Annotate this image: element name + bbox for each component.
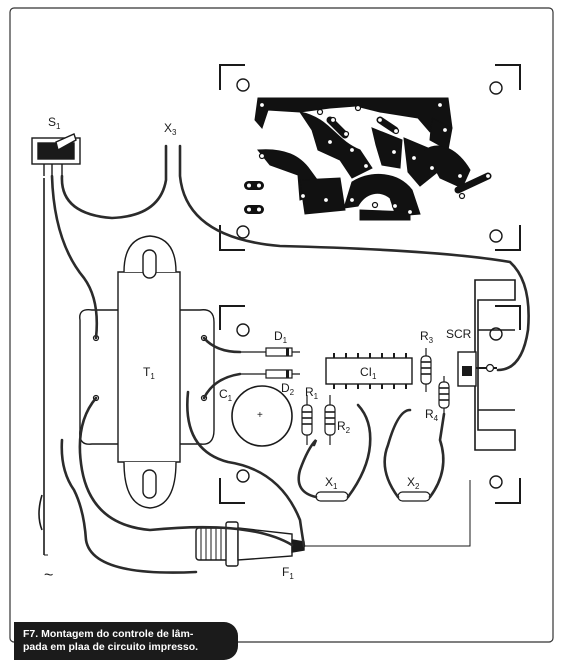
label-d1: D1 [274,329,288,345]
resistors [301,348,450,445]
resistor-bands [302,361,449,425]
switch-s1 [31,133,81,176]
label-ac: ~ [44,567,53,584]
ic-ci1 [325,353,413,389]
label-f1: F1 [282,565,294,581]
isolated-pads [244,181,264,214]
xtal-x1 [315,491,349,502]
label-scr: SCR [446,327,472,341]
wires [50,144,530,574]
lower-pcb [219,305,521,504]
label-d2: D2 [281,381,295,397]
caption-line-2: pada em plaa de circuito impresso. [23,641,199,653]
label-r4: R4 [425,407,439,423]
label-ci1: CI1 [360,365,377,381]
heatsink [474,279,516,451]
caption-line-1: F7. Montagem do controle de lâm- [23,628,194,640]
fuse-holder-f1 [195,521,305,567]
upper-pcb-holes [236,78,503,243]
label-cap-plus: + [257,410,263,421]
transformer-t1 [79,235,215,509]
label-r3: R3 [420,329,434,345]
label-t1: T1 [143,365,155,381]
component-labels: S1 X3 T1 D1 D2 C1 CI1 R1 R2 R3 R4 SCR X1… [44,115,472,584]
diode-d2 [240,369,300,379]
label-x1: X1 [325,475,338,491]
capacitor-c1 [231,385,293,447]
isolated-pad-holes [247,183,261,212]
copper-traces [254,97,471,221]
upper-pcb [219,64,521,251]
lower-pcb-holes [236,323,503,489]
label-r2: R2 [337,419,351,435]
diode-d1 [240,347,300,357]
label-x2: X2 [407,475,420,491]
xtal-x2 [397,491,431,502]
page-border [9,7,554,643]
label-s1: S1 [48,115,61,131]
scr-device [457,351,497,387]
power-cord [38,178,45,555]
wire-thin [44,480,471,556]
label-c1: C1 [219,387,233,403]
figure-caption: F7. Montagem do controle de lâm- pada em… [14,622,238,660]
copper-pads [258,101,492,216]
label-x3: X3 [164,121,177,137]
label-r1: R1 [305,385,319,401]
